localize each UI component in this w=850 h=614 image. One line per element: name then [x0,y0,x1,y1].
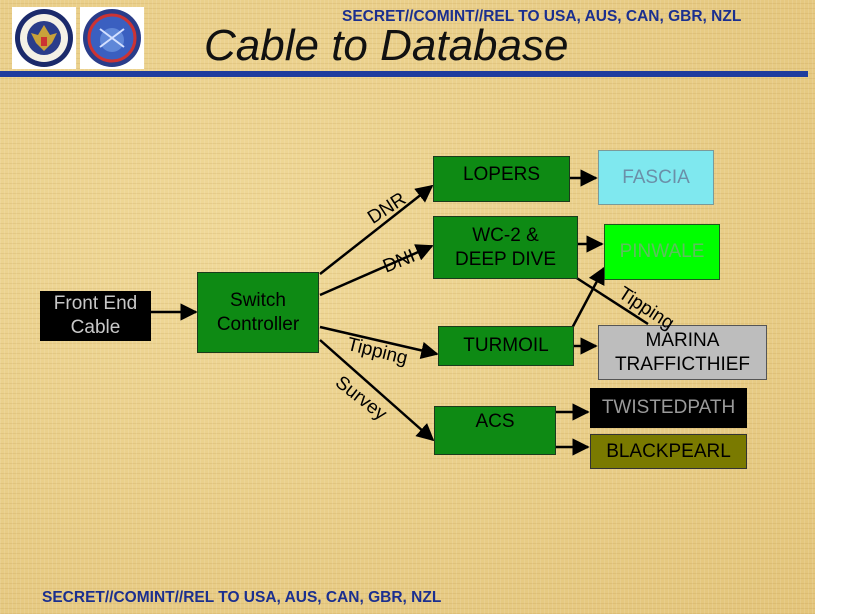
node-wc2-deep-dive: WC-2 & DEEP DIVE [433,216,578,279]
classification-banner-bottom: SECRET//COMINT//REL TO USA, AUS, CAN, GB… [42,589,442,606]
node-turmoil: TURMOIL [438,326,574,366]
arrow-switch-acs [319,339,435,442]
node-marina-trafficthief: MARINA TRAFFICTHIEF [598,325,767,380]
arrow-switch-wc2 [319,244,434,297]
title-rule [0,71,808,77]
node-switch-controller: Switch Controller [197,272,319,353]
slide: SECRET//COMINT//REL TO USA, AUS, CAN, GB… [0,0,815,614]
node-twistedpath: TWISTEDPATH [590,388,747,428]
node-pinwale: PINWALE [604,224,720,280]
arrow-turmoil-pinwale [568,266,606,333]
node-acs: ACS [434,406,556,455]
arrow-switch-turmoil [319,325,439,359]
node-front-end-cable: Front End Cable [40,291,151,341]
arrow-switch-lopers [319,184,434,275]
slide-title: Cable to Database [204,21,569,70]
node-lopers: LOPERS [433,156,570,202]
nsa-seal-icon [12,7,76,69]
flow-arrows [150,169,649,456]
node-fascia: FASCIA [598,150,714,205]
arrow-wc2-marina [571,273,649,326]
node-blackpearl: BLACKPEARL [590,434,747,469]
classification-banner-top: SECRET//COMINT//REL TO USA, AUS, CAN, GB… [342,8,742,25]
operations-seal-icon [80,7,144,69]
